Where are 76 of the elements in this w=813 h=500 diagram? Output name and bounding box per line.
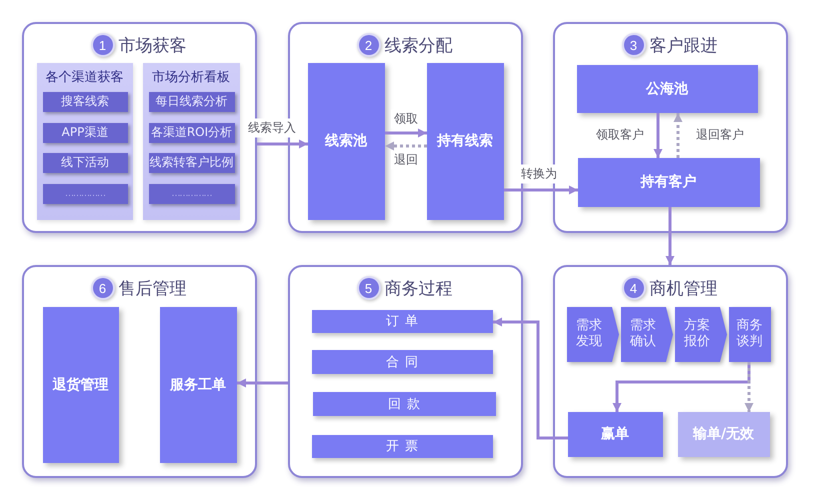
process-block bbox=[42, 306, 118, 462]
column-heading: 市场分析看板 bbox=[152, 68, 230, 86]
step-label: 需求发现 bbox=[576, 318, 602, 350]
process-block bbox=[576, 64, 758, 112]
stage-title: 商机管理 bbox=[650, 278, 718, 300]
arrow bbox=[612, 362, 750, 412]
chevron-step bbox=[674, 306, 726, 362]
stage-panel bbox=[288, 265, 523, 478]
arrow bbox=[493, 318, 568, 440]
stage-panel bbox=[22, 265, 257, 478]
dashed-arrow bbox=[674, 113, 682, 158]
ellipsis-text: …………… bbox=[172, 188, 212, 198]
bar-label: 开票 bbox=[385, 438, 424, 455]
list-item bbox=[42, 92, 128, 112]
dashed-arrow bbox=[744, 362, 754, 412]
item-text: 各渠道ROI分析 bbox=[150, 124, 232, 141]
bar-label: 订单 bbox=[385, 313, 424, 330]
bar-label: 回款 bbox=[387, 396, 426, 412]
process-bar bbox=[312, 392, 496, 416]
arrow bbox=[257, 140, 308, 148]
step-number: 2 bbox=[358, 35, 378, 55]
stage-panel bbox=[553, 265, 788, 478]
step-label: 方案报价 bbox=[684, 318, 710, 350]
process-step bbox=[728, 306, 770, 362]
block-label: 线索池 bbox=[325, 132, 367, 150]
list-item bbox=[42, 152, 128, 172]
list-item bbox=[42, 122, 128, 142]
stage-title: 市场获客 bbox=[118, 34, 186, 56]
list-panel bbox=[36, 62, 132, 220]
arrow bbox=[504, 186, 578, 194]
bar-label: 合同 bbox=[385, 354, 424, 370]
item-text: APP渠道 bbox=[62, 124, 108, 141]
step-label: 需求确认 bbox=[630, 318, 656, 350]
process-block bbox=[568, 412, 662, 456]
arrow bbox=[385, 128, 427, 138]
column-heading: 各个渠道获客 bbox=[46, 68, 124, 86]
stage-title: 售后管理 bbox=[118, 278, 186, 300]
chevron-step bbox=[620, 306, 672, 362]
step-number: 5 bbox=[358, 278, 378, 298]
step-number: 1 bbox=[92, 35, 112, 55]
stage-title: 商务过程 bbox=[384, 278, 452, 300]
step-number: 4 bbox=[624, 278, 644, 298]
process-block bbox=[308, 62, 384, 220]
list-item bbox=[42, 184, 128, 204]
item-text: 每日线索分析 bbox=[156, 93, 228, 110]
block-label: 服务工单 bbox=[170, 376, 226, 394]
ellipsis-text: …………… bbox=[65, 188, 105, 198]
process-bar bbox=[312, 350, 492, 374]
list-item bbox=[148, 184, 234, 204]
arrow bbox=[666, 207, 674, 265]
process-block bbox=[160, 306, 236, 462]
process-bar bbox=[312, 310, 492, 332]
process-block bbox=[578, 158, 760, 206]
list-panel bbox=[142, 62, 240, 220]
step-number: 3 bbox=[624, 35, 644, 55]
list-item bbox=[148, 92, 234, 112]
item-text: 搜客线索 bbox=[61, 93, 109, 110]
chevron-step bbox=[566, 306, 618, 362]
block-label: 输单/无效 bbox=[692, 425, 754, 443]
arrow bbox=[654, 113, 662, 158]
dashed-arrow bbox=[385, 142, 427, 150]
block-label: 持有客户 bbox=[640, 173, 696, 191]
step-number: 6 bbox=[92, 278, 112, 298]
process-block bbox=[426, 62, 504, 220]
process-block bbox=[678, 412, 770, 456]
process-bar bbox=[312, 434, 492, 458]
block-label: 公海池 bbox=[646, 80, 688, 98]
stage-title: 客户跟进 bbox=[650, 34, 718, 56]
block-label: 赢单 bbox=[601, 425, 629, 443]
arrow bbox=[237, 378, 288, 388]
step-label: 商务谈判 bbox=[736, 318, 762, 350]
stage-title: 线索分配 bbox=[384, 34, 452, 56]
block-label: 持有线索 bbox=[437, 132, 493, 150]
block-label: 退货管理 bbox=[52, 376, 108, 394]
item-text: 线下活动 bbox=[61, 154, 109, 171]
item-text: 线索转客户比例 bbox=[150, 154, 234, 171]
